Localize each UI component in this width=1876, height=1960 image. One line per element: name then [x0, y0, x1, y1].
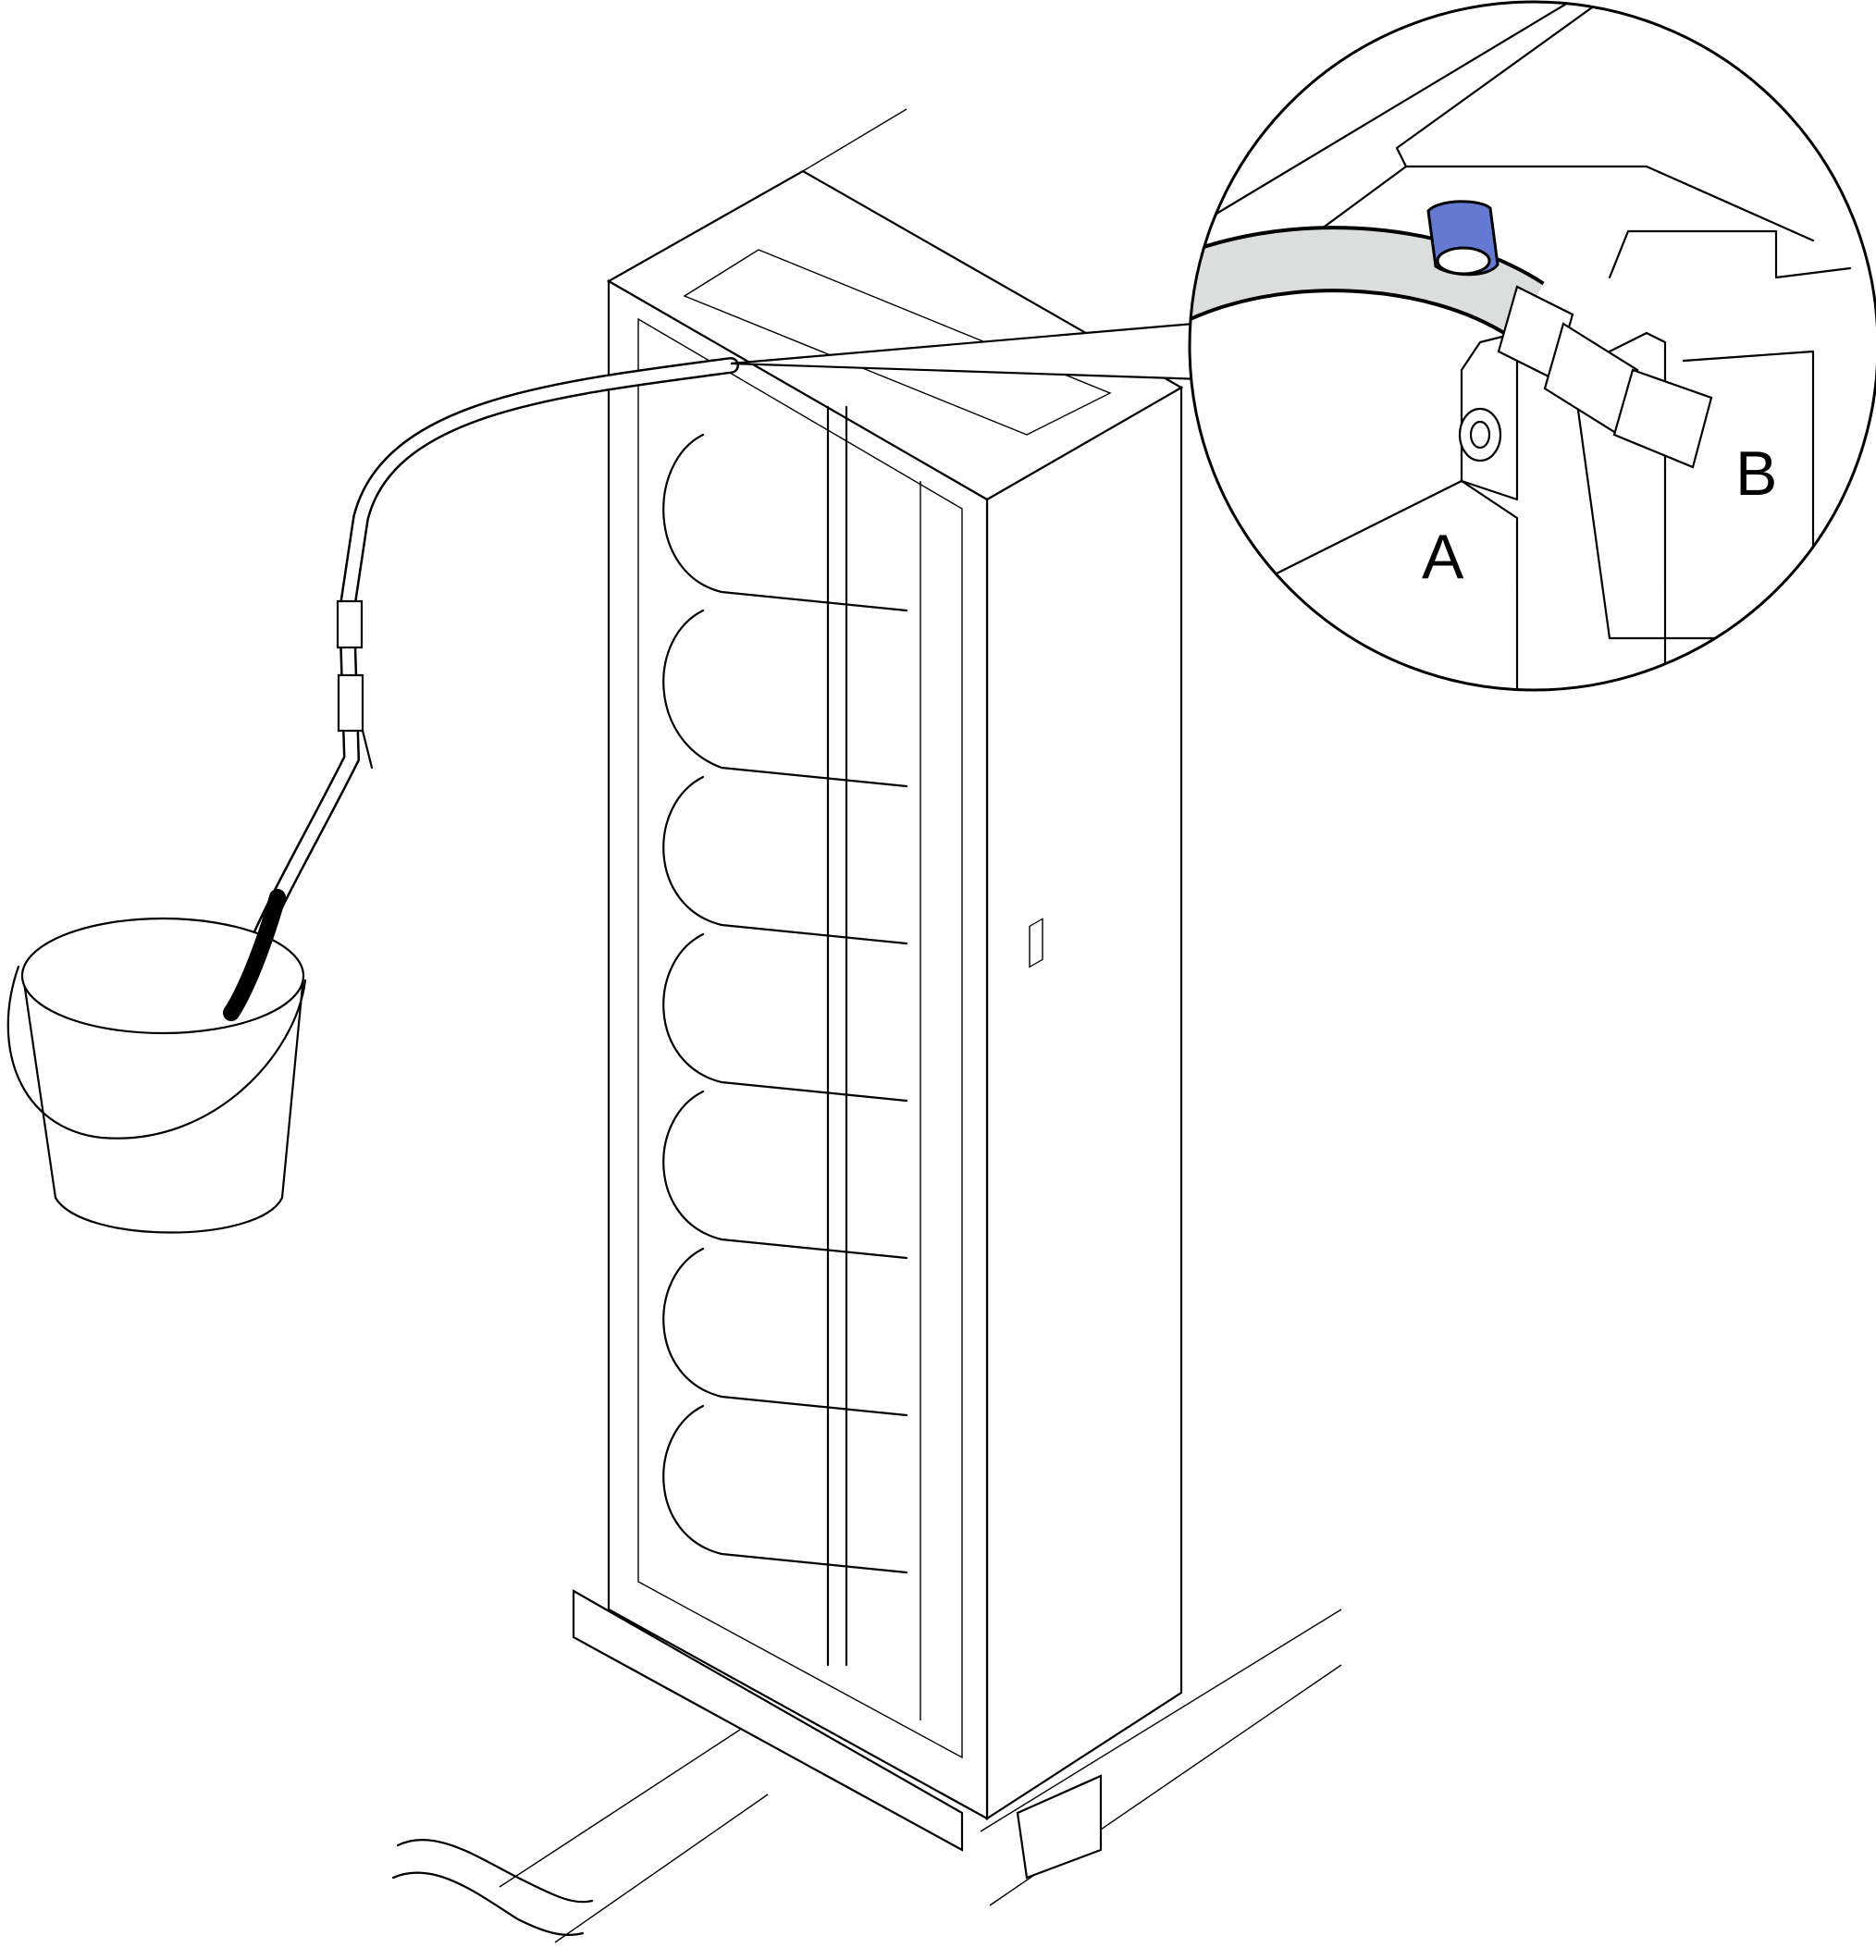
quick-connect-b-icon [1497, 285, 1713, 469]
quick-connect-a-icon [1458, 407, 1502, 462]
floor-lines [391, 1609, 1342, 1943]
detail-callout: A B [1188, 0, 1876, 692]
hose-loops [662, 405, 921, 1720]
hose-fitting-icon [336, 599, 364, 649]
ball-valve-icon [337, 673, 364, 733]
coolant-rack [572, 108, 1184, 1880]
valve-cap-icon [1426, 200, 1500, 277]
label-a: A [1422, 522, 1464, 592]
label-b: B [1735, 438, 1777, 509]
bucket-icon [6, 889, 307, 1234]
